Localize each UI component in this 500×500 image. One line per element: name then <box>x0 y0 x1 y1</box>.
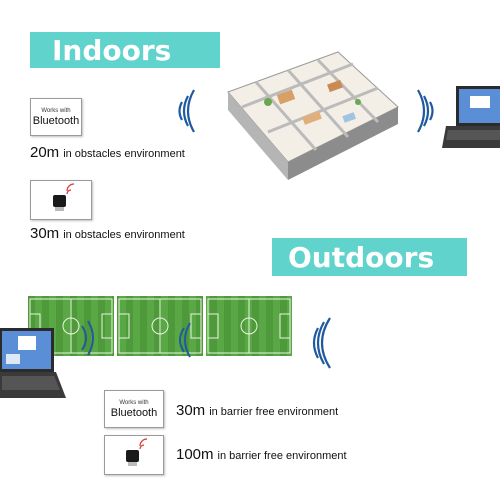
usb-dongle-graphic <box>126 438 148 466</box>
range-distance: 100m <box>176 446 214 463</box>
signal-wave-icon <box>178 89 195 133</box>
usb-dongle-icon <box>30 180 92 220</box>
works-with-label: Works with <box>41 107 71 114</box>
floor-plan-illustration <box>227 51 399 180</box>
bluetooth-label: Bluetooth <box>110 406 158 419</box>
indoors-banner: Indoors <box>30 32 220 68</box>
range-description: in barrier free environment <box>217 450 347 462</box>
indoor-range-2: 30m in obstacles environment <box>30 225 185 242</box>
range-description: in obstacles environment <box>63 148 185 160</box>
signal-wave-icon <box>179 322 191 358</box>
indoor-range-1: 20m in obstacles environment <box>30 144 185 161</box>
indoors-title: Indoors <box>52 33 172 67</box>
range-distance: 30m <box>176 402 206 419</box>
outdoors-title: Outdoors <box>288 240 435 274</box>
range-description: in obstacles environment <box>63 229 185 241</box>
laptop-icon <box>442 86 500 148</box>
signal-wave-icon <box>312 317 331 369</box>
bluetooth-badge-icon: Works with Bluetooth <box>30 98 82 136</box>
outdoor-range-2: 100m in barrier free environment <box>176 446 347 463</box>
usb-dongle-icon <box>104 435 164 475</box>
signal-wave-icon <box>417 89 434 133</box>
bluetooth-badge-icon: Works with Bluetooth <box>104 390 164 428</box>
range-distance: 20m <box>30 144 60 161</box>
usb-dongle-graphic <box>53 183 75 211</box>
range-distance: 30m <box>30 225 60 242</box>
bluetooth-label: Bluetooth <box>32 114 80 127</box>
laptop-icon <box>0 328 66 398</box>
outdoor-range-1: 30m in barrier free environment <box>176 402 338 419</box>
range-description: in barrier free environment <box>209 406 339 418</box>
outdoors-banner: Outdoors <box>272 238 467 276</box>
signal-wave-icon <box>81 320 94 356</box>
works-with-label: Works with <box>119 399 149 406</box>
